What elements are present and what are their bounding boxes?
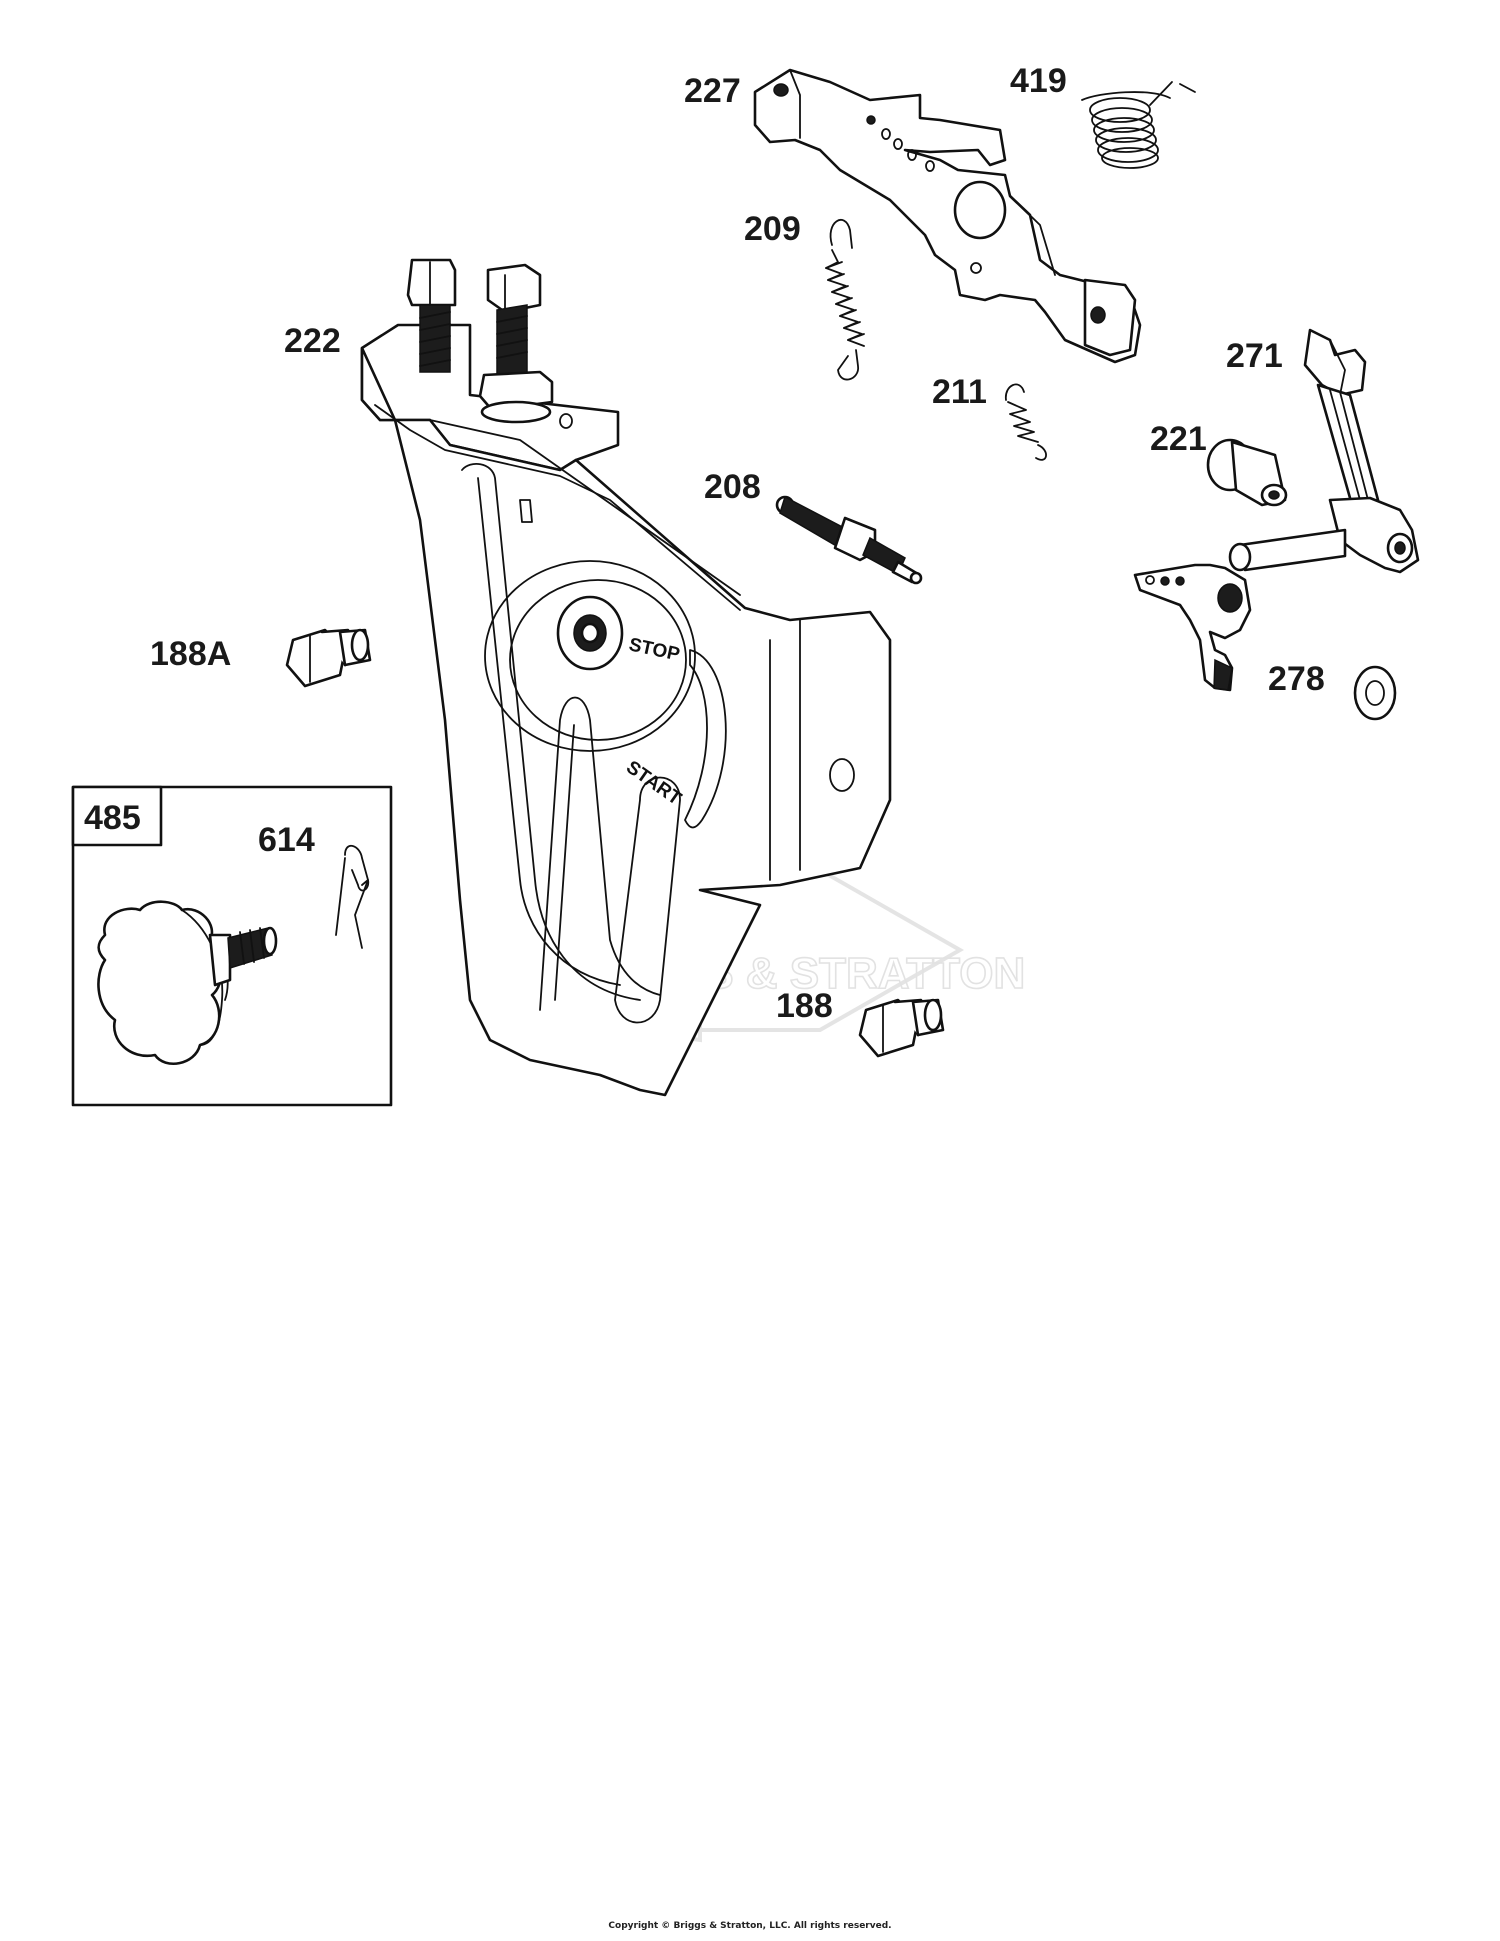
washer[interactable]: [1353, 665, 1397, 721]
callout-271: 271: [1226, 337, 1283, 375]
adjustment-screw-tall[interactable]: [406, 258, 457, 373]
callout-485: 485: [84, 799, 141, 837]
callout-208: 208: [704, 468, 761, 506]
callout-278: 278: [1268, 660, 1325, 698]
callout-188a: 188A: [150, 635, 231, 673]
governor-spring-long[interactable]: [825, 219, 865, 381]
callout-222: 222: [284, 322, 341, 360]
callout-614: 614: [258, 821, 315, 859]
governor-spring-short[interactable]: [1005, 383, 1047, 461]
pivot-pin[interactable]: [1206, 438, 1288, 507]
callout-188: 188: [776, 987, 833, 1025]
callout-209: 209: [744, 210, 801, 248]
governor-shaft-lever[interactable]: [1133, 328, 1420, 692]
hairpin-cotter[interactable]: [335, 845, 370, 949]
bolt-188a[interactable]: [285, 628, 372, 688]
copyright-footer: Copyright © Briggs & Stratton, LLC. All …: [608, 1921, 892, 1931]
control-knob[interactable]: [97, 900, 278, 1065]
callout-211: 211: [932, 373, 987, 411]
callout-419: 419: [1010, 62, 1067, 100]
adjustment-screw-hex[interactable]: [478, 263, 554, 424]
bolt-188[interactable]: [858, 998, 945, 1058]
callout-227: 227: [684, 72, 741, 110]
adjusting-stud[interactable]: [775, 495, 923, 585]
callout-221: 221: [1150, 420, 1207, 458]
governor-lever[interactable]: [753, 68, 1142, 364]
torsion-spring[interactable]: [1081, 81, 1196, 169]
